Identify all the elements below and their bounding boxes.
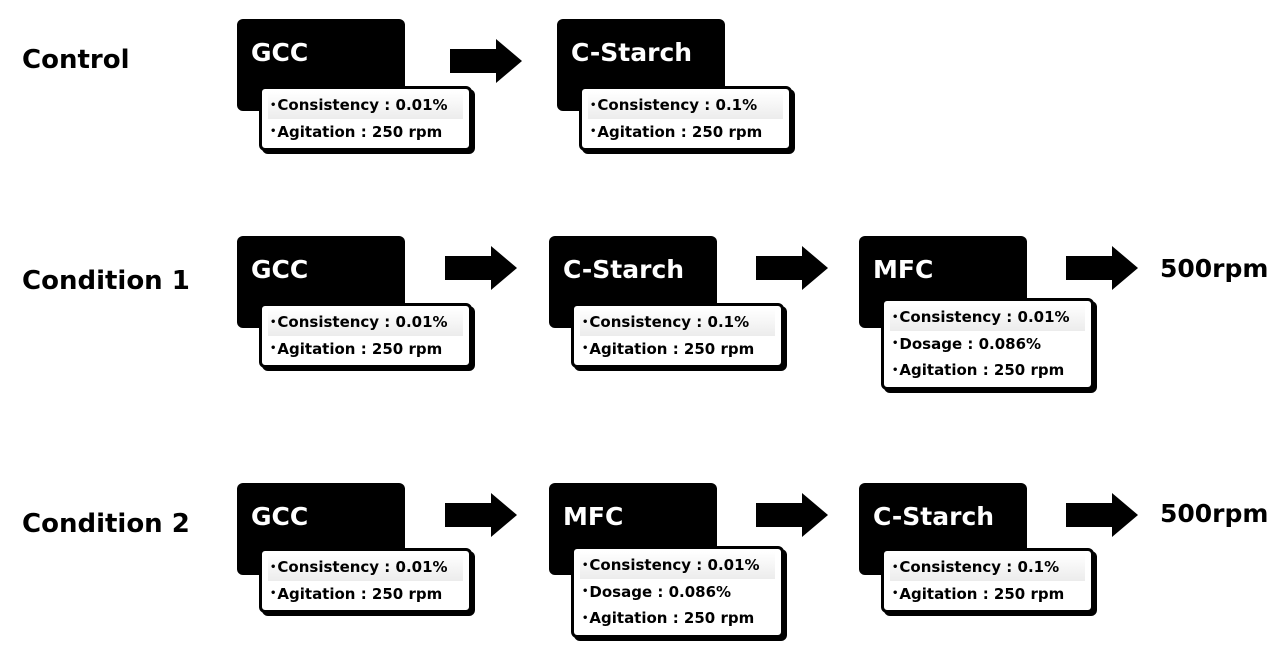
detail-line: Consistency : 0.01%: [268, 554, 463, 581]
flow-arrow-icon: [445, 246, 517, 290]
flow-arrow-icon: [1066, 493, 1138, 537]
step-title: C-Starch: [873, 502, 995, 531]
flow-arrow-icon: [445, 493, 517, 537]
detail-line: Agitation : 250 rpm: [268, 336, 463, 363]
detail-line: Consistency : 0.1%: [588, 92, 783, 119]
step-details-box: Consistency : 0.1% Agitation : 250 rpm: [571, 303, 784, 368]
result-speed: 500rpm: [1160, 499, 1269, 528]
flow-arrow-icon: [1066, 246, 1138, 290]
row-label-condition-2: Condition 2: [22, 509, 190, 539]
detail-line: Agitation : 250 rpm: [268, 119, 463, 146]
step-details-box: Consistency : 0.01% Dosage : 0.086% Agit…: [571, 546, 784, 638]
detail-line: Dosage : 0.086%: [890, 331, 1085, 358]
step-title: GCC: [251, 255, 309, 284]
step-details-box: Consistency : 0.1% Agitation : 250 rpm: [579, 86, 792, 151]
step-title: GCC: [251, 38, 309, 67]
detail-line: Agitation : 250 rpm: [580, 336, 775, 363]
detail-line: Consistency : 0.01%: [580, 552, 775, 579]
detail-line: Agitation : 250 rpm: [588, 119, 783, 146]
detail-line: Consistency : 0.01%: [268, 92, 463, 119]
flow-arrow-icon: [756, 246, 828, 290]
flow-arrow-icon: [450, 39, 522, 83]
step-title: MFC: [873, 255, 934, 284]
detail-line: Consistency : 0.01%: [890, 304, 1085, 331]
detail-line: Agitation : 250 rpm: [580, 605, 775, 632]
step-details-box: Consistency : 0.01% Dosage : 0.086% Agit…: [881, 298, 1094, 390]
step-details-box: Consistency : 0.01% Agitation : 250 rpm: [259, 303, 472, 368]
row-label-condition-1: Condition 1: [22, 266, 190, 296]
flow-arrow-icon: [756, 493, 828, 537]
detail-line: Agitation : 250 rpm: [268, 581, 463, 608]
step-title: C-Starch: [571, 38, 693, 67]
detail-line: Agitation : 250 rpm: [890, 581, 1085, 608]
step-details-box: Consistency : 0.01% Agitation : 250 rpm: [259, 548, 472, 613]
detail-line: Consistency : 0.1%: [890, 554, 1085, 581]
step-title: GCC: [251, 502, 309, 531]
detail-line: Consistency : 0.1%: [580, 309, 775, 336]
detail-line: Agitation : 250 rpm: [890, 357, 1085, 384]
result-speed: 500rpm: [1160, 254, 1269, 283]
detail-line: Dosage : 0.086%: [580, 579, 775, 606]
step-title: MFC: [563, 502, 624, 531]
step-title: C-Starch: [563, 255, 685, 284]
step-details-box: Consistency : 0.01% Agitation : 250 rpm: [259, 86, 472, 151]
step-details-box: Consistency : 0.1% Agitation : 250 rpm: [881, 548, 1094, 613]
detail-line: Consistency : 0.01%: [268, 309, 463, 336]
row-label-control: Control: [22, 45, 130, 75]
